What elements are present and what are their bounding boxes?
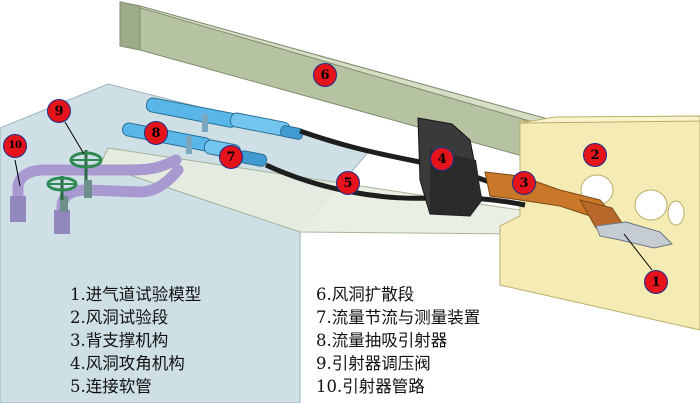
regulating-valve: [46, 176, 78, 200]
pipe-flange: [60, 196, 68, 212]
legend-item: 9.引射器调压阀: [316, 354, 431, 373]
pipe-flange: [54, 210, 70, 234]
regulating-valve: [69, 150, 103, 180]
legend-item: 1.进气道试验模型: [70, 285, 202, 304]
legend-left: 1.进气道试验模型 2.风洞试验段 3.背支撑机构 4.风洞攻角机构 5.连接软…: [70, 283, 201, 398]
test-section-window: [667, 200, 685, 226]
pipe-flange: [10, 196, 26, 222]
legend-right: 6.风洞扩散段 7.流量节流与测量装置 8.流量抽吸引射器 9.引射器调压阀 1…: [316, 283, 480, 398]
test-section-window: [634, 189, 668, 221]
callout-9: 9: [47, 99, 71, 123]
callout-10: 10: [3, 134, 27, 158]
inlet-model: [595, 221, 673, 249]
callout-4: 4: [430, 147, 454, 171]
legend-item: 10.引射器管路: [316, 377, 425, 396]
legend-item: 5.连接软管: [70, 377, 152, 396]
legend-item: 8.流量抽吸引射器: [316, 331, 448, 350]
callout-2: 2: [583, 143, 607, 167]
callout-8: 8: [144, 121, 168, 145]
callout-3: 3: [512, 171, 536, 195]
legend-item: 4.风洞攻角机构: [70, 354, 185, 373]
legend-item: 3.背支撑机构: [70, 331, 169, 350]
leader-line-1: [623, 233, 653, 271]
test-section-top: [519, 115, 700, 124]
leader-line-9: [64, 121, 85, 155]
callout-5: 5: [336, 171, 360, 195]
legend-item: 2.风洞试验段: [70, 308, 169, 327]
callout-7: 7: [219, 145, 243, 169]
legend-item: 7.流量节流与测量装置: [316, 308, 481, 327]
callout-6: 6: [313, 63, 337, 87]
callout-1: 1: [644, 270, 668, 294]
legend-item: 6.风洞扩散段: [316, 285, 415, 304]
connecting-hose-lower: [264, 162, 526, 208]
pipe-flange: [84, 180, 92, 198]
diffuser-end-face: [119, 1, 141, 51]
ejector-upper: [145, 97, 304, 140]
leader-line-10: [14, 159, 21, 187]
